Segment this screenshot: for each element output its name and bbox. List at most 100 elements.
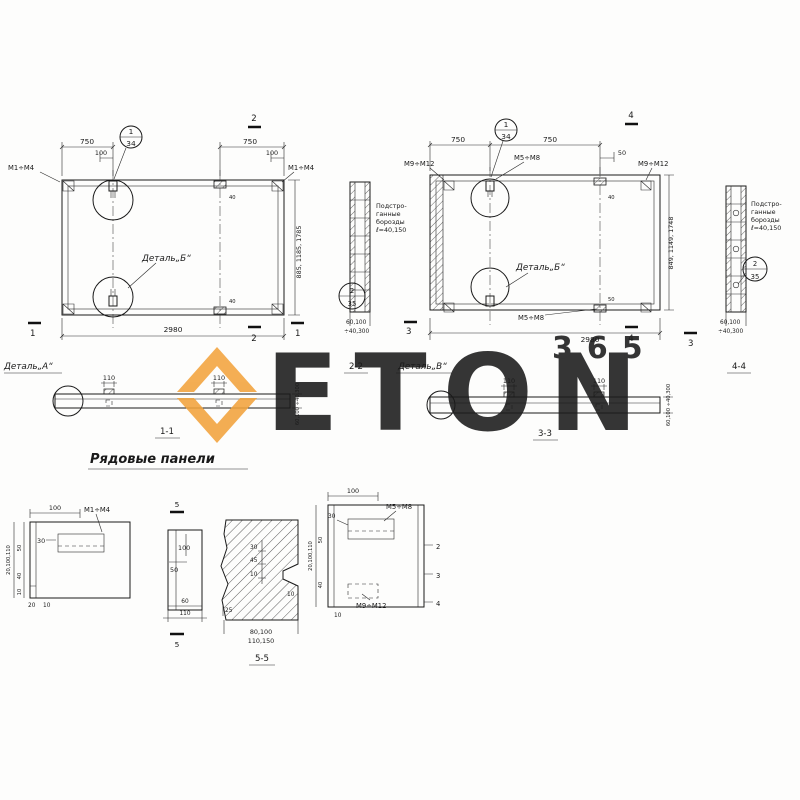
- callout-circle: [742, 256, 768, 282]
- dim-2980: 2980: [164, 325, 183, 334]
- detail-circle: [52, 385, 84, 417]
- detail-corner-left: 100 М1÷М4 30 20,100,110 50 40 10 20 10: [6, 504, 131, 609]
- mark-m9-m12: М9÷М12: [356, 602, 386, 610]
- dim-45: 45: [250, 558, 258, 564]
- rot-dims: 20,100,110: [308, 541, 314, 571]
- rot-dim-50: 50: [17, 545, 23, 552]
- hatch-band: [726, 186, 731, 312]
- dim-110: 110: [179, 611, 190, 617]
- dim-750-left: 750: [451, 135, 465, 144]
- detail-circle: [92, 276, 134, 318]
- callout-number: 2: [753, 260, 757, 268]
- watermark-diamond-bottom: [177, 398, 257, 443]
- panel-plan-left: 1 34 750 100 750 100 М1÷М4 М1÷М4 Деталь„…: [8, 114, 314, 344]
- dims-bottom-2: 110,150: [248, 637, 274, 645]
- mark-m9-m12-right: М9÷М12: [638, 160, 668, 168]
- dim-100: 100: [49, 504, 61, 512]
- dim-30: 30: [328, 514, 336, 520]
- dim-40-bottom: 40: [229, 299, 236, 305]
- hatch-band: [741, 186, 746, 312]
- dim-750-right: 750: [243, 137, 257, 146]
- dim-10b: 10: [287, 592, 295, 598]
- anchor-tab: [213, 388, 225, 395]
- section-label-2-2: 2-2: [349, 362, 363, 372]
- detail-circle: [426, 390, 456, 420]
- corner-plates: [443, 180, 652, 313]
- groove-note-line1: Подстро-: [751, 200, 782, 208]
- detail-b-label: Деталь„Б“: [515, 263, 565, 273]
- dim-110: 110: [103, 374, 115, 382]
- panel-plan-right: 1 34 750 750 50 М9÷М12 М5÷М8 М9÷М12 М5÷М…: [404, 111, 697, 349]
- watermark-word: ETON: [266, 332, 654, 455]
- dim-heights: 885, 1185, 1785: [295, 226, 303, 279]
- dim-110: 110: [213, 374, 225, 382]
- section-mark-2-bottom: 2: [251, 334, 256, 344]
- section-mark-1-right: 1: [295, 329, 300, 339]
- mark-m1-m4-right: М1÷М4: [288, 164, 314, 172]
- detail-v-label: Деталь„В“: [397, 362, 447, 372]
- dim-110: 110: [593, 377, 605, 385]
- section-strip-2-2: 2 35 Подстро- ганные борозды ℓ=40,150 60…: [338, 181, 407, 374]
- corner-plates: [62, 180, 284, 315]
- lifting-loop-icon: [485, 180, 495, 192]
- rot-dim-40: 40: [318, 582, 324, 589]
- groove-note-line4: ℓ=40,150: [376, 226, 406, 234]
- dim-30: 30: [37, 537, 45, 545]
- rot-dim-10: 10: [17, 589, 23, 596]
- dim-60: 60: [181, 599, 189, 605]
- dim-20: 20: [28, 603, 36, 609]
- strip-dims-1: 60,100: [346, 320, 367, 326]
- strip-dims-1: 60,100: [720, 320, 741, 326]
- series-title-row: Рядовые панели: [88, 452, 248, 470]
- anchor-tab: [213, 180, 227, 189]
- section-label-3-3: 3-3: [538, 429, 552, 439]
- rot-dim-40: 40: [17, 573, 23, 580]
- dim-30: 30: [250, 545, 258, 551]
- dim-100: 100: [347, 487, 359, 495]
- dim-100: 100: [178, 544, 190, 552]
- callout-sheet: 34: [126, 139, 136, 148]
- detail-corner-right: 100 30 М5÷М8 М9÷М12 20,100,110 50 40 2 3…: [308, 487, 440, 619]
- end-dims: 60,100 ÷40,300: [666, 384, 672, 426]
- ref-section-4: 4: [436, 600, 440, 608]
- dim-10: 10: [43, 603, 51, 609]
- anchor-tab: [103, 388, 115, 395]
- lifting-loop-icon: [108, 295, 118, 307]
- rot-dims: 20,100,110: [6, 545, 12, 575]
- section-mark-1-left: 1: [30, 329, 35, 339]
- long-section-1-1: Деталь„А“ 110 110 60,100 ÷40,300 1-1: [3, 362, 302, 439]
- dim-25: 25: [225, 608, 233, 614]
- hatch-strip: [429, 174, 444, 311]
- callout-sheet: 35: [348, 300, 357, 308]
- section-mark-3-left: 3: [406, 327, 411, 337]
- callout-number: 1: [129, 127, 134, 136]
- long-section-3-3: Деталь„В“ 110 110 60,100 ÷40,300 3-3: [396, 362, 673, 441]
- dim-heights: 849, 1149, 1748: [667, 217, 675, 270]
- detail-circle: [470, 178, 510, 218]
- callout-sheet: 34: [501, 132, 511, 141]
- groove-note-line1: Подстро-: [376, 202, 407, 210]
- dim-750-left: 750: [80, 137, 94, 146]
- lifting-loop-icon: [485, 295, 495, 307]
- mark-m1-m4: М1÷М4: [84, 506, 110, 514]
- dim-50: 50: [170, 566, 178, 574]
- groove-note-line3: борозды: [751, 216, 780, 224]
- callout-circle: [338, 282, 366, 310]
- section-mark-2-top: 2: [251, 114, 256, 124]
- dim-750-right: 750: [543, 135, 557, 144]
- detail-b-label: Деталь„Б“: [141, 254, 191, 264]
- dims-bottom-1: 80,100: [250, 628, 272, 636]
- groove-note-line4: ℓ=40,150: [751, 224, 781, 232]
- dim-100-left: 100: [95, 149, 107, 157]
- hatch-band: [365, 182, 370, 312]
- section-mark-4-bottom: 4: [628, 334, 633, 344]
- section-label-4-4: 4-4: [732, 362, 746, 372]
- mark-m5-m8-top: М5÷М8: [514, 154, 540, 162]
- mark-m9-m12-left: М9÷М12: [404, 160, 434, 168]
- dim-40: 40: [608, 195, 615, 201]
- hatch-band: [350, 182, 355, 312]
- dim-50-small: 50: [608, 297, 615, 303]
- dim-2980: 2980: [581, 335, 600, 344]
- dim-40-top: 40: [229, 195, 236, 201]
